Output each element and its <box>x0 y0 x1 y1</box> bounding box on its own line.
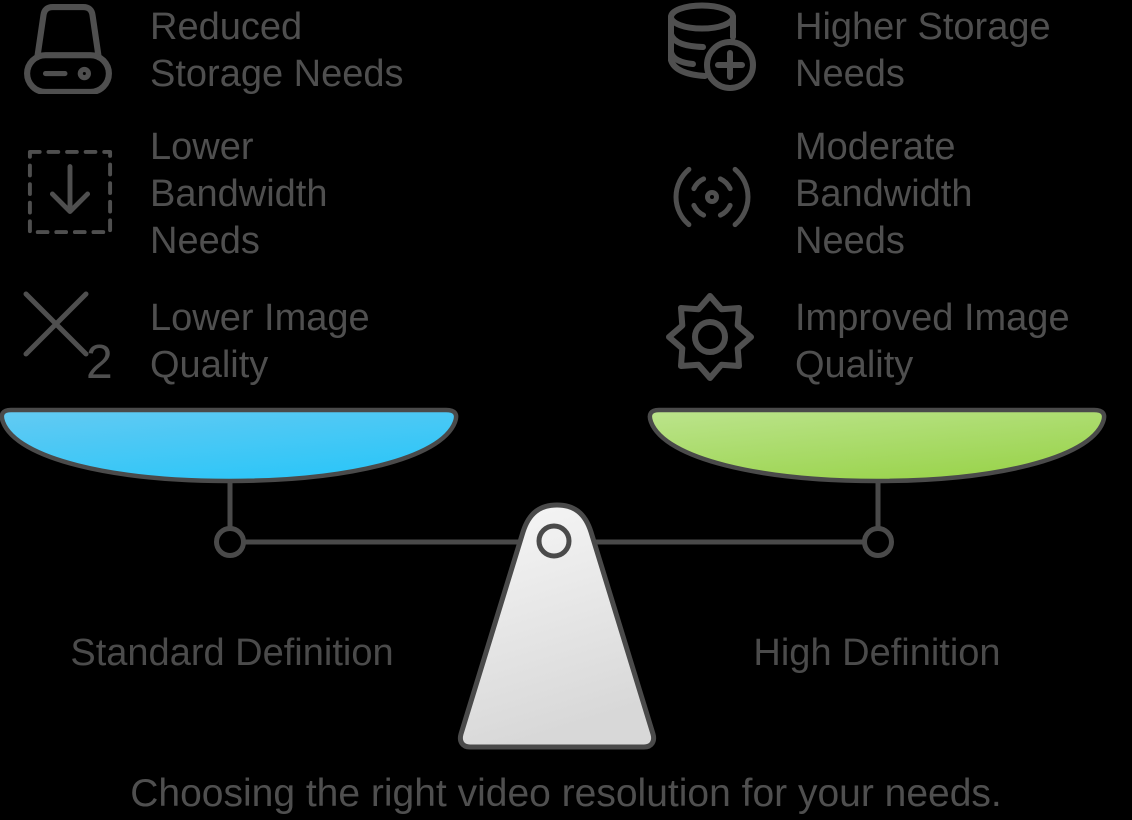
right-hinge-circle <box>862 526 894 558</box>
left-pan-blue <box>0 407 459 484</box>
database-add-icon <box>663 0 758 95</box>
right-pan-label: High Definition <box>753 632 1001 674</box>
left-pan-label: Standard Definition <box>70 632 394 674</box>
feature-right-quality: Improved Image Quality <box>795 297 1070 386</box>
feature-right-bandwidth: Moderate Bandwidth Needs <box>795 126 973 262</box>
fulcrum-pivot-circle <box>536 523 572 559</box>
fulcrum <box>457 502 657 750</box>
hard-drive-icon <box>22 2 114 94</box>
feature-right-storage: Higher Storage Needs <box>795 6 1051 95</box>
broadcast-icon <box>665 150 759 244</box>
x2-icon: 2 <box>22 288 116 383</box>
feature-left-storage: Reduced Storage Needs <box>150 6 404 95</box>
x2-subscript: 2 <box>86 336 113 383</box>
feature-left-quality: Lower Image Quality <box>150 297 370 386</box>
right-pan-green <box>647 407 1107 484</box>
feature-left-bandwidth: Lower Bandwidth Needs <box>150 126 328 262</box>
download-dashed-box-icon <box>26 146 114 238</box>
sparkle-star-icon <box>663 290 758 385</box>
caption: Choosing the right video resolution for … <box>130 772 1002 815</box>
left-hinge-circle <box>214 526 246 558</box>
